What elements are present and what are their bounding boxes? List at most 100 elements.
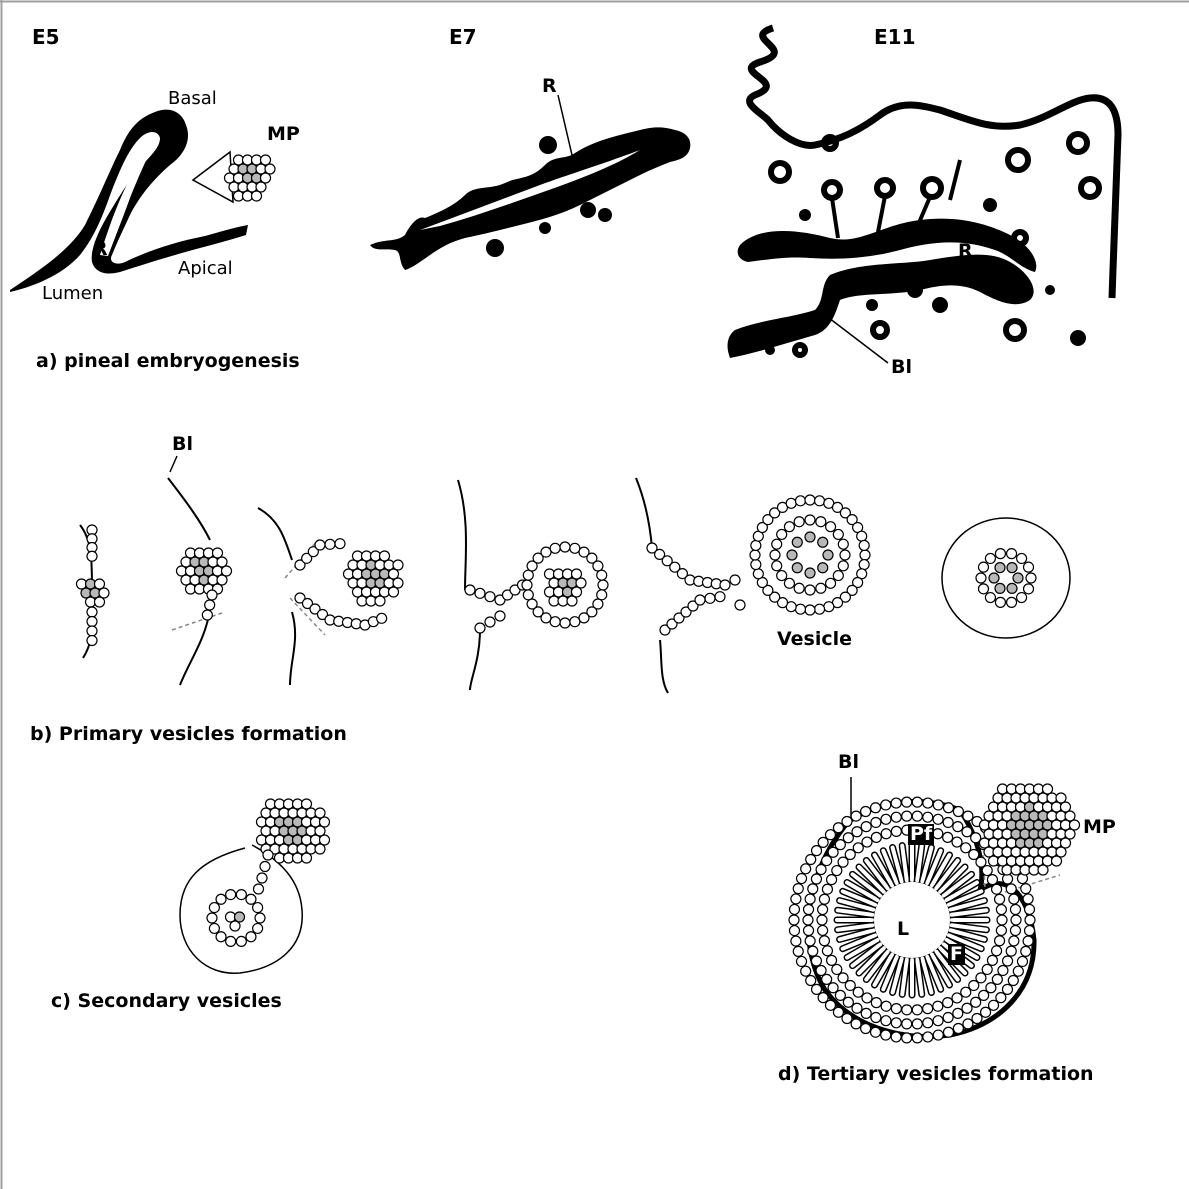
secondary-vesicle-cells: [207, 799, 330, 946]
cell: [902, 1033, 912, 1043]
cell: [843, 833, 853, 843]
cell: [833, 571, 843, 581]
cell: [803, 915, 813, 925]
apical-label: Apical: [178, 260, 233, 278]
cell: [777, 529, 787, 539]
core-cell: [989, 573, 999, 583]
cell: [952, 993, 962, 1003]
cell: [871, 1027, 881, 1037]
cell: [819, 894, 829, 904]
cell: [912, 797, 922, 807]
cell: [597, 590, 607, 600]
cell: [953, 822, 963, 832]
cell: [315, 540, 325, 550]
cell: [87, 607, 97, 617]
cell: [891, 812, 901, 822]
cell: [953, 1008, 963, 1018]
cell: [795, 604, 805, 614]
cell: [1023, 936, 1033, 946]
cell: [705, 593, 715, 603]
basal-label: Basal: [168, 90, 217, 108]
stage-e7-label: E7: [449, 27, 477, 47]
cell: [597, 570, 607, 580]
cell: [995, 597, 1005, 607]
cell: [851, 811, 861, 821]
tertiary-vesicle-cells: [789, 784, 1080, 1043]
mp-label-e5: MP: [267, 125, 300, 144]
lumen-l-label: L: [895, 920, 911, 939]
cell: [862, 837, 872, 847]
cell: [1025, 915, 1035, 925]
cell: [1013, 966, 1023, 976]
cell: [843, 997, 853, 1007]
caption-b: b) Primary vesicles formation: [30, 725, 347, 744]
cell: [797, 956, 807, 966]
cell: [995, 936, 1005, 946]
cell: [793, 884, 803, 894]
cell: [236, 890, 246, 900]
cell: [523, 570, 533, 580]
cell: [982, 964, 992, 974]
cell: [811, 956, 821, 966]
cell: [1010, 926, 1020, 936]
cell: [826, 522, 836, 532]
cell: [750, 550, 760, 560]
cell: [253, 903, 263, 913]
cell: [852, 827, 862, 837]
cell: [87, 617, 97, 627]
cell: [793, 946, 803, 956]
cell: [808, 946, 818, 956]
cell: [871, 832, 881, 842]
vesicle-lumen: [874, 882, 950, 958]
cell: [806, 976, 816, 986]
cell: [805, 515, 815, 525]
cell: [996, 925, 1006, 935]
cell: [838, 973, 848, 983]
cell: [751, 560, 761, 570]
cell: [805, 936, 815, 946]
cell: [826, 578, 836, 588]
caption-a: a) pineal embryogenesis: [36, 352, 300, 371]
cell: [598, 580, 608, 590]
cell: [560, 618, 570, 628]
core-cell: [787, 550, 797, 560]
cell: [1021, 884, 1031, 894]
cell: [1025, 926, 1035, 936]
cell: [827, 875, 837, 885]
cell: [998, 965, 1008, 975]
cell: [902, 811, 912, 821]
core-cell: [805, 532, 815, 542]
cell: [822, 884, 832, 894]
cell: [871, 998, 881, 1008]
cell: [527, 599, 537, 609]
cell: [881, 814, 891, 824]
cell: [978, 584, 988, 594]
vesicle-label: Vesicle: [777, 630, 852, 649]
cell: [254, 884, 264, 894]
cell: [933, 800, 943, 810]
cell: [207, 913, 217, 923]
cell: [550, 543, 560, 553]
core-cell: [1007, 563, 1017, 573]
cell: [791, 936, 801, 946]
cell: [1008, 976, 1018, 986]
cell: [1002, 984, 1012, 994]
core-cell: [995, 563, 1005, 573]
cell: [987, 955, 997, 965]
cell: [953, 1024, 963, 1034]
cell: [976, 573, 986, 583]
cell: [992, 974, 1002, 984]
core-cell: [823, 550, 833, 560]
cell: [808, 884, 818, 894]
cell: [772, 561, 782, 571]
cell: [840, 550, 850, 560]
cell: [795, 496, 805, 506]
cell: [1006, 946, 1016, 956]
cell: [805, 894, 815, 904]
cell: [263, 850, 273, 860]
cell: [853, 843, 863, 853]
cell: [891, 1032, 901, 1042]
cell: [825, 1000, 835, 1010]
core-cell: [818, 563, 828, 573]
cell: [997, 915, 1007, 925]
